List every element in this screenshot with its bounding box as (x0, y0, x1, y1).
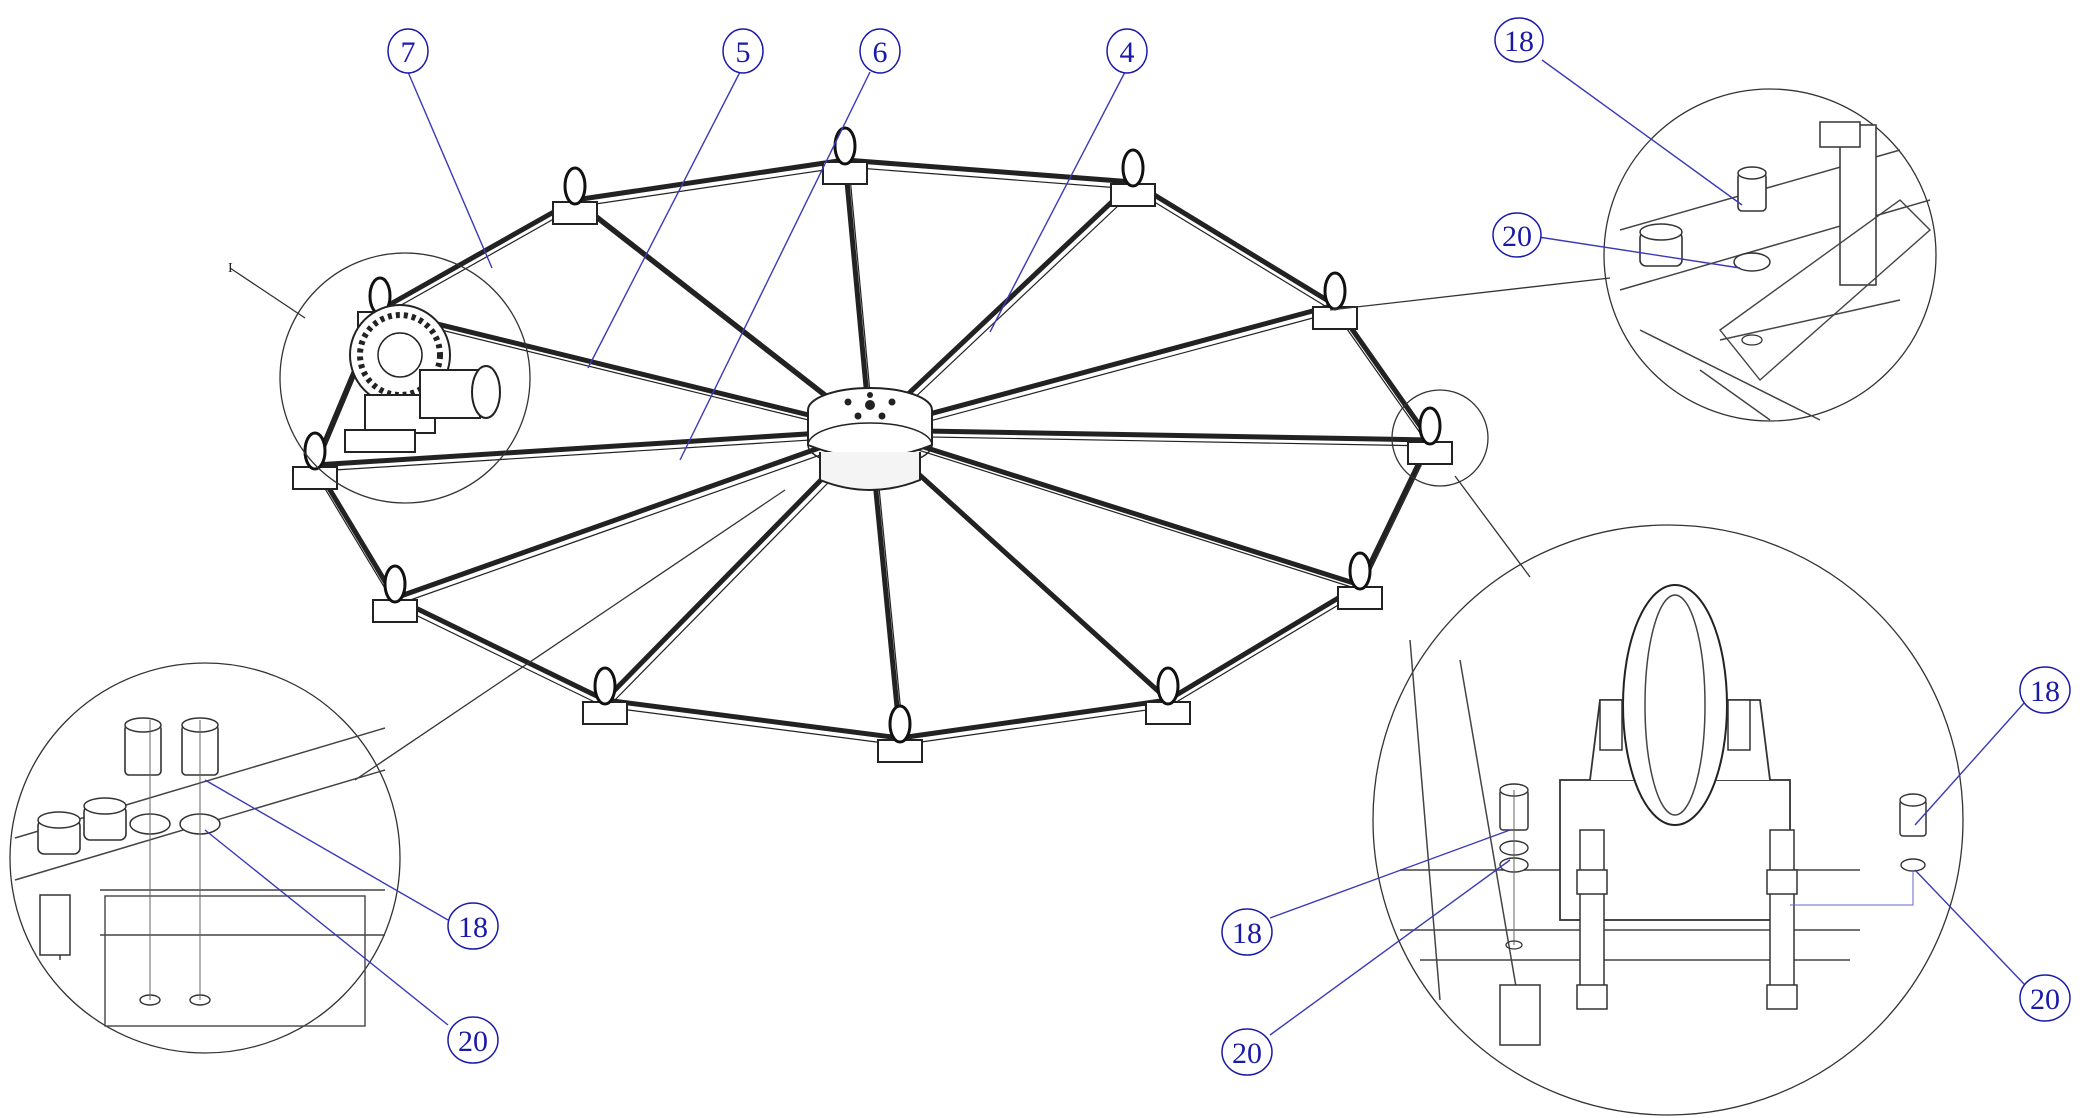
rim-beam (1131, 179, 1337, 308)
detail-marker-label: I (228, 261, 233, 276)
spoke-beam-edge (873, 187, 1138, 437)
balloon-br-18-right-label: 18 (2030, 675, 2060, 708)
drive-motor-assembly (344, 304, 501, 453)
leader-lines (204, 59, 2026, 1036)
rim-beam-edge (1167, 591, 1361, 708)
rim-beam (604, 697, 901, 741)
rim-beam-edge (1359, 446, 1431, 593)
spoke-beam (869, 427, 1431, 443)
spoke-beam-edge (873, 435, 1173, 707)
caster-wheel (1110, 148, 1156, 207)
balloon-br-20-left-label: 20 (1232, 1037, 1262, 1070)
caster-wheel (292, 431, 338, 490)
rim-beam-edge (394, 604, 606, 708)
spoke-beam-edge (318, 435, 875, 472)
spoke-beam (379, 307, 871, 433)
balloon-bl-20: 20 (447, 1016, 499, 1064)
balloon-br-20-left: 20 (1221, 1028, 1273, 1076)
balloon-7: 7 (387, 28, 429, 74)
rim-beam (393, 595, 607, 703)
detail-bottom-left-contents (14, 717, 386, 1027)
spoke-beam (868, 180, 1135, 432)
caster-wheel (372, 564, 418, 623)
spoke-beam-edge (873, 435, 1435, 447)
balloon-tr-18: 18 (1494, 17, 1544, 63)
balloon-bl-20-label: 20 (458, 1025, 488, 1058)
spoke-beam (394, 427, 871, 601)
rim-beam-edge (604, 706, 901, 746)
rim-beam (574, 157, 846, 203)
spoke-beam (869, 427, 1361, 588)
balloon-4-label: 4 (1120, 36, 1135, 69)
balloon-5: 5 (722, 28, 764, 74)
caster-wheel (1337, 551, 1383, 610)
caster-wheel (822, 126, 868, 185)
spoke-beam (869, 302, 1336, 433)
spoke-beam (842, 159, 873, 431)
detail-bottom-right-contents (1400, 584, 1927, 1046)
balloon-4: 4 (1106, 28, 1148, 74)
caster-wheel (1312, 271, 1358, 330)
spoke-beam-edge (873, 310, 1340, 437)
rim-beam-edge (899, 706, 1169, 746)
balloon-bl-18-label: 18 (458, 911, 488, 944)
balloon-br-20-right: 20 (2019, 974, 2071, 1022)
central-hub (807, 387, 933, 491)
balloon-tr-20-label: 20 (1502, 220, 1532, 253)
spoke-beam-edge (873, 435, 1365, 592)
rim-beam (378, 197, 577, 313)
rim-beam-edge (574, 166, 846, 208)
rim-beam (899, 697, 1169, 741)
rim-beam (1166, 582, 1362, 703)
balloon-br-18-left: 18 (1221, 908, 1273, 956)
spoke-beam (314, 427, 871, 468)
balloon-6: 6 (859, 28, 901, 74)
balloon-br-20-right-label: 20 (2030, 983, 2060, 1016)
rim-beam-edge (1132, 188, 1336, 313)
spoke-beam (573, 198, 872, 432)
balloon-7-label: 7 (401, 36, 416, 69)
caster-wheel (582, 666, 628, 725)
rim-beam-edge (379, 206, 576, 318)
rim-beam (844, 157, 1134, 185)
balloon-bl-18: 18 (447, 902, 499, 950)
rim-beam-edge (844, 166, 1134, 190)
detail-circles (9, 88, 1964, 1116)
spoke-beam-edge (398, 435, 875, 605)
balloon-6-label: 6 (873, 36, 888, 69)
balloon-5-label: 5 (736, 36, 751, 69)
rim-beam-edge (314, 471, 396, 606)
spoke-beam-edge (383, 315, 875, 437)
caster-wheels (292, 126, 1453, 763)
radial-frame (312, 157, 1435, 746)
balloon-br-18-left-label: 18 (1232, 917, 1262, 950)
balloon-tr-18-label: 18 (1504, 25, 1534, 58)
caster-wheel (1407, 406, 1453, 465)
balloon-tr-20: 20 (1492, 212, 1542, 258)
caster-wheel (877, 704, 923, 763)
caster-wheel (1145, 666, 1191, 725)
detail-top-right-contents (1619, 121, 1932, 421)
balloon-br-18-right: 18 (2019, 666, 2071, 714)
rim-beam-edge (1334, 311, 1431, 448)
caster-wheel (552, 166, 598, 225)
